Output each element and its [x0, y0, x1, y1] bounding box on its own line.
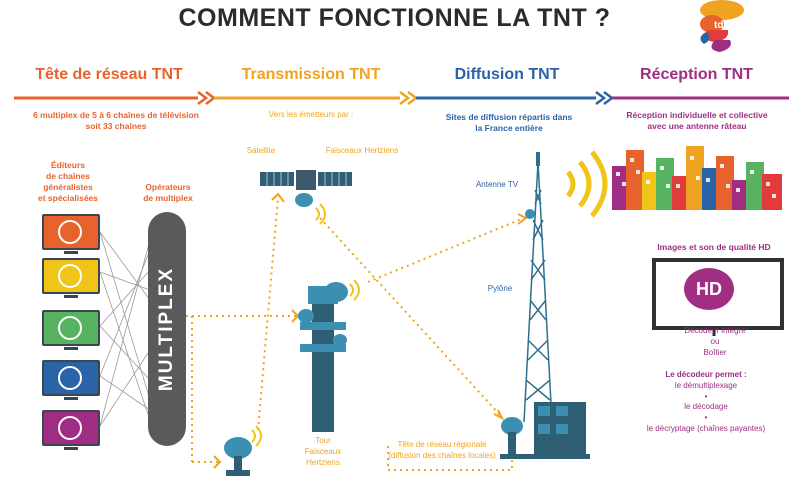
faisceaux-label: Faisceaux Hertziens: [325, 146, 399, 155]
stage-arrow-bar: [14, 91, 789, 105]
decodeur-item2: le décodage: [684, 402, 728, 412]
decodeur-line3: Boîtier: [703, 347, 727, 357]
tour-line1: Tour: [315, 436, 331, 445]
hd-badge: HD: [684, 268, 734, 310]
transmission-paths: [186, 197, 525, 463]
transmission-desc: Vers les émetteurs par :: [268, 110, 354, 119]
editeurs-line3: généralistes: [43, 182, 93, 193]
diffusion-desc-line1: Sites de diffusion répartis dans: [445, 112, 573, 122]
page-title: COMMENT FONCTIONNE LA TNT ?: [178, 4, 611, 32]
pylone-label: Pylône: [487, 284, 513, 293]
globe-icon: [58, 316, 82, 340]
microwave-tower-icon: [298, 279, 360, 432]
multiplex-label: MULTIPLEX: [156, 266, 178, 392]
hd-title: Images et son de qualité HD: [657, 242, 771, 252]
reception-desc-line1: Réception individuelle et collective: [626, 110, 768, 120]
regional-building-icon: [500, 402, 590, 459]
stage-diffusion-label: Diffusion TNT: [454, 66, 560, 83]
editeurs-line4: et spécialisées: [37, 193, 98, 204]
operateurs-line1: Opérateurs: [145, 182, 191, 192]
tete-desc-line2: soit 33 chaînes: [85, 121, 147, 132]
satellite-label: Satellite: [246, 146, 276, 155]
tete-desc-line1: 6 multiplex de 5 à 6 chaînes de télévisi…: [33, 110, 199, 120]
antenne-label: Antenne TV: [475, 180, 519, 189]
tv-channel-cinema: [42, 258, 100, 298]
satellite-dish-icon: [224, 425, 262, 476]
decodeur-line1: Décodeur intégré: [684, 326, 746, 335]
pylon-icon: [523, 161, 553, 423]
decodeur-permet: Le décodeur permet :: [665, 370, 747, 379]
diffusion-desc-line2: la France entière: [475, 123, 543, 134]
editeurs-line1: Éditeurs: [50, 160, 85, 170]
decodeur-line2: ou: [710, 336, 720, 346]
regional-line2: (diffusion des chaînes locales): [388, 450, 496, 460]
stage-tete-label: Tête de réseau TNT: [35, 66, 183, 83]
tour-line2: Faisceaux: [304, 446, 342, 456]
tv-connector-lines: [99, 231, 151, 427]
decodeur-item1: le démultiplexage: [674, 380, 738, 390]
satellite-icon: [260, 170, 352, 225]
film-icon: [58, 264, 82, 288]
operateurs-line2: de multiplex: [143, 193, 193, 204]
reception-desc-line2: avec une antenne râteau: [647, 121, 747, 132]
decodeur-item3: le décryptage (chaînes payantes): [646, 423, 766, 433]
bullet-1: •: [704, 391, 708, 401]
tv-channel-documentary: [42, 310, 100, 350]
basketball-icon: [58, 220, 82, 244]
broadcast-waves-icon: [565, 150, 608, 218]
tour-line3: Hertziens: [306, 457, 340, 467]
regional-line1: Tête de réseau régionale: [397, 440, 487, 449]
tv-channel-news: [42, 360, 100, 400]
city-buildings-icon: [612, 146, 782, 210]
person-icon: [58, 366, 82, 390]
editeurs-line2: de chaînes: [46, 171, 90, 182]
tv-channel-sport: [42, 214, 100, 254]
stage-transmission-label: Transmission TNT: [241, 66, 381, 83]
stage-reception-label: Réception TNT: [640, 66, 753, 83]
bullet-2: •: [704, 413, 708, 423]
tv-channel-music: [42, 410, 100, 450]
multiplex-block: [148, 212, 186, 446]
microphone-icon: [58, 416, 82, 440]
